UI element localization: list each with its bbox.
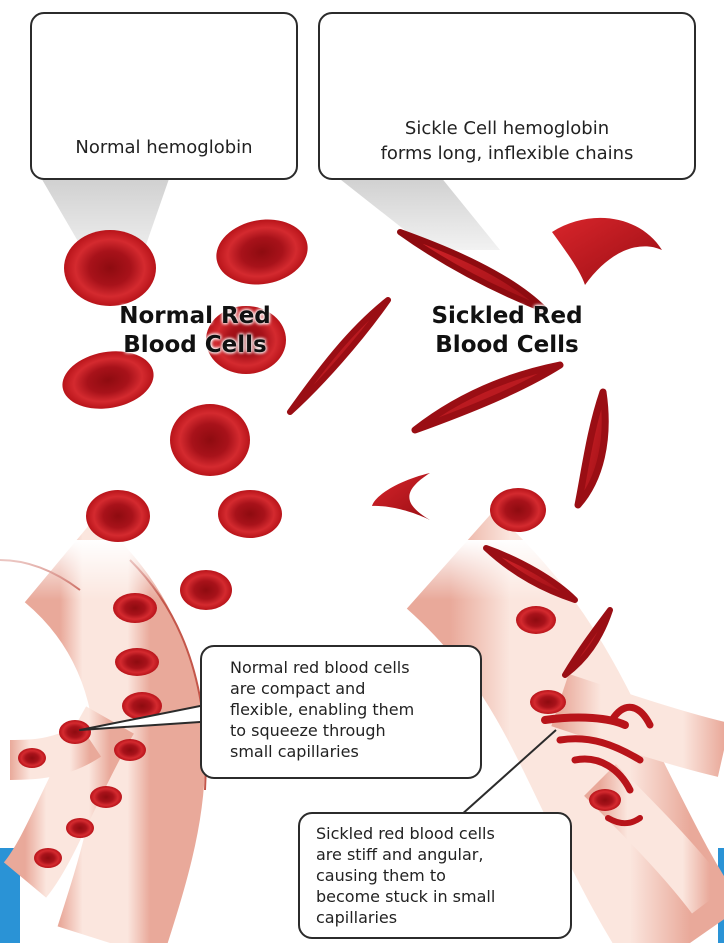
sickle-cell: [415, 365, 560, 430]
sickle-hemoglobin-label-line1: Sickle Cell hemoglobin: [320, 117, 694, 141]
normal-cells-heading-line1: Normal Red: [88, 302, 302, 331]
sickle-hemoglobin-box: Sickle Cell hemoglobin forms long, infle…: [318, 12, 696, 180]
normal-rbc: [34, 848, 62, 868]
normal-cells-heading-line2: Blood Cells: [88, 331, 302, 360]
sickled-cells-heading: Sickled Red Blood Cells: [400, 302, 614, 360]
normal-rbc: [64, 230, 156, 306]
normal-rbc: [218, 490, 282, 538]
normal-rbc-among-sickle: [530, 690, 566, 714]
sickled-cells-heading-line2: Blood Cells: [400, 331, 614, 360]
normal-rbc-among-sickle: [589, 789, 621, 811]
normal-rbc-among-sickle: [490, 488, 546, 532]
callout-line: are compact and: [230, 678, 466, 699]
normal-rbc: [180, 570, 232, 610]
normal-rbc: [90, 786, 122, 808]
normal-rbc: [114, 739, 146, 761]
callout-line: causing them to: [316, 865, 558, 886]
normal-rbc-among-sickle: [516, 606, 556, 634]
callout-line: capillaries: [316, 907, 558, 928]
sickled-cells-callout: Sickled red blood cells are stiff and an…: [298, 812, 572, 939]
normal-rbc: [59, 720, 91, 744]
normal-rbc: [66, 818, 94, 838]
sickle-cell: [290, 300, 388, 412]
normal-hemoglobin-label: Normal hemoglobin: [32, 136, 296, 160]
normal-rbc: [18, 748, 46, 768]
sickled-cells-heading-line1: Sickled Red: [400, 302, 614, 331]
normal-rbc: [115, 648, 159, 676]
callout-line: small capillaries: [230, 741, 466, 762]
normal-cells-heading: Normal Red Blood Cells: [88, 302, 302, 360]
callout-line: Normal red blood cells: [230, 657, 466, 678]
normal-rbc: [86, 490, 150, 542]
sickle-hemoglobin-label-line2: forms long, inflexible chains: [320, 142, 694, 166]
callout-line: Sickled red blood cells: [316, 823, 558, 844]
sickle-cell: [372, 473, 430, 520]
callout-line: flexible, enabling them: [230, 699, 466, 720]
sickle-cell: [578, 392, 605, 505]
callout-line: are stiff and angular,: [316, 844, 558, 865]
normal-hemoglobin-box: Normal hemoglobin: [30, 12, 298, 180]
callout-line: become stuck in small: [316, 886, 558, 907]
normal-rbc: [170, 404, 250, 476]
normal-rbc: [211, 212, 313, 291]
normal-cells-callout: Normal red blood cells are compact and f…: [200, 645, 482, 779]
callout-line: to squeeze through: [230, 720, 466, 741]
normal-rbc: [113, 593, 157, 623]
sickle-cell: [552, 218, 662, 285]
